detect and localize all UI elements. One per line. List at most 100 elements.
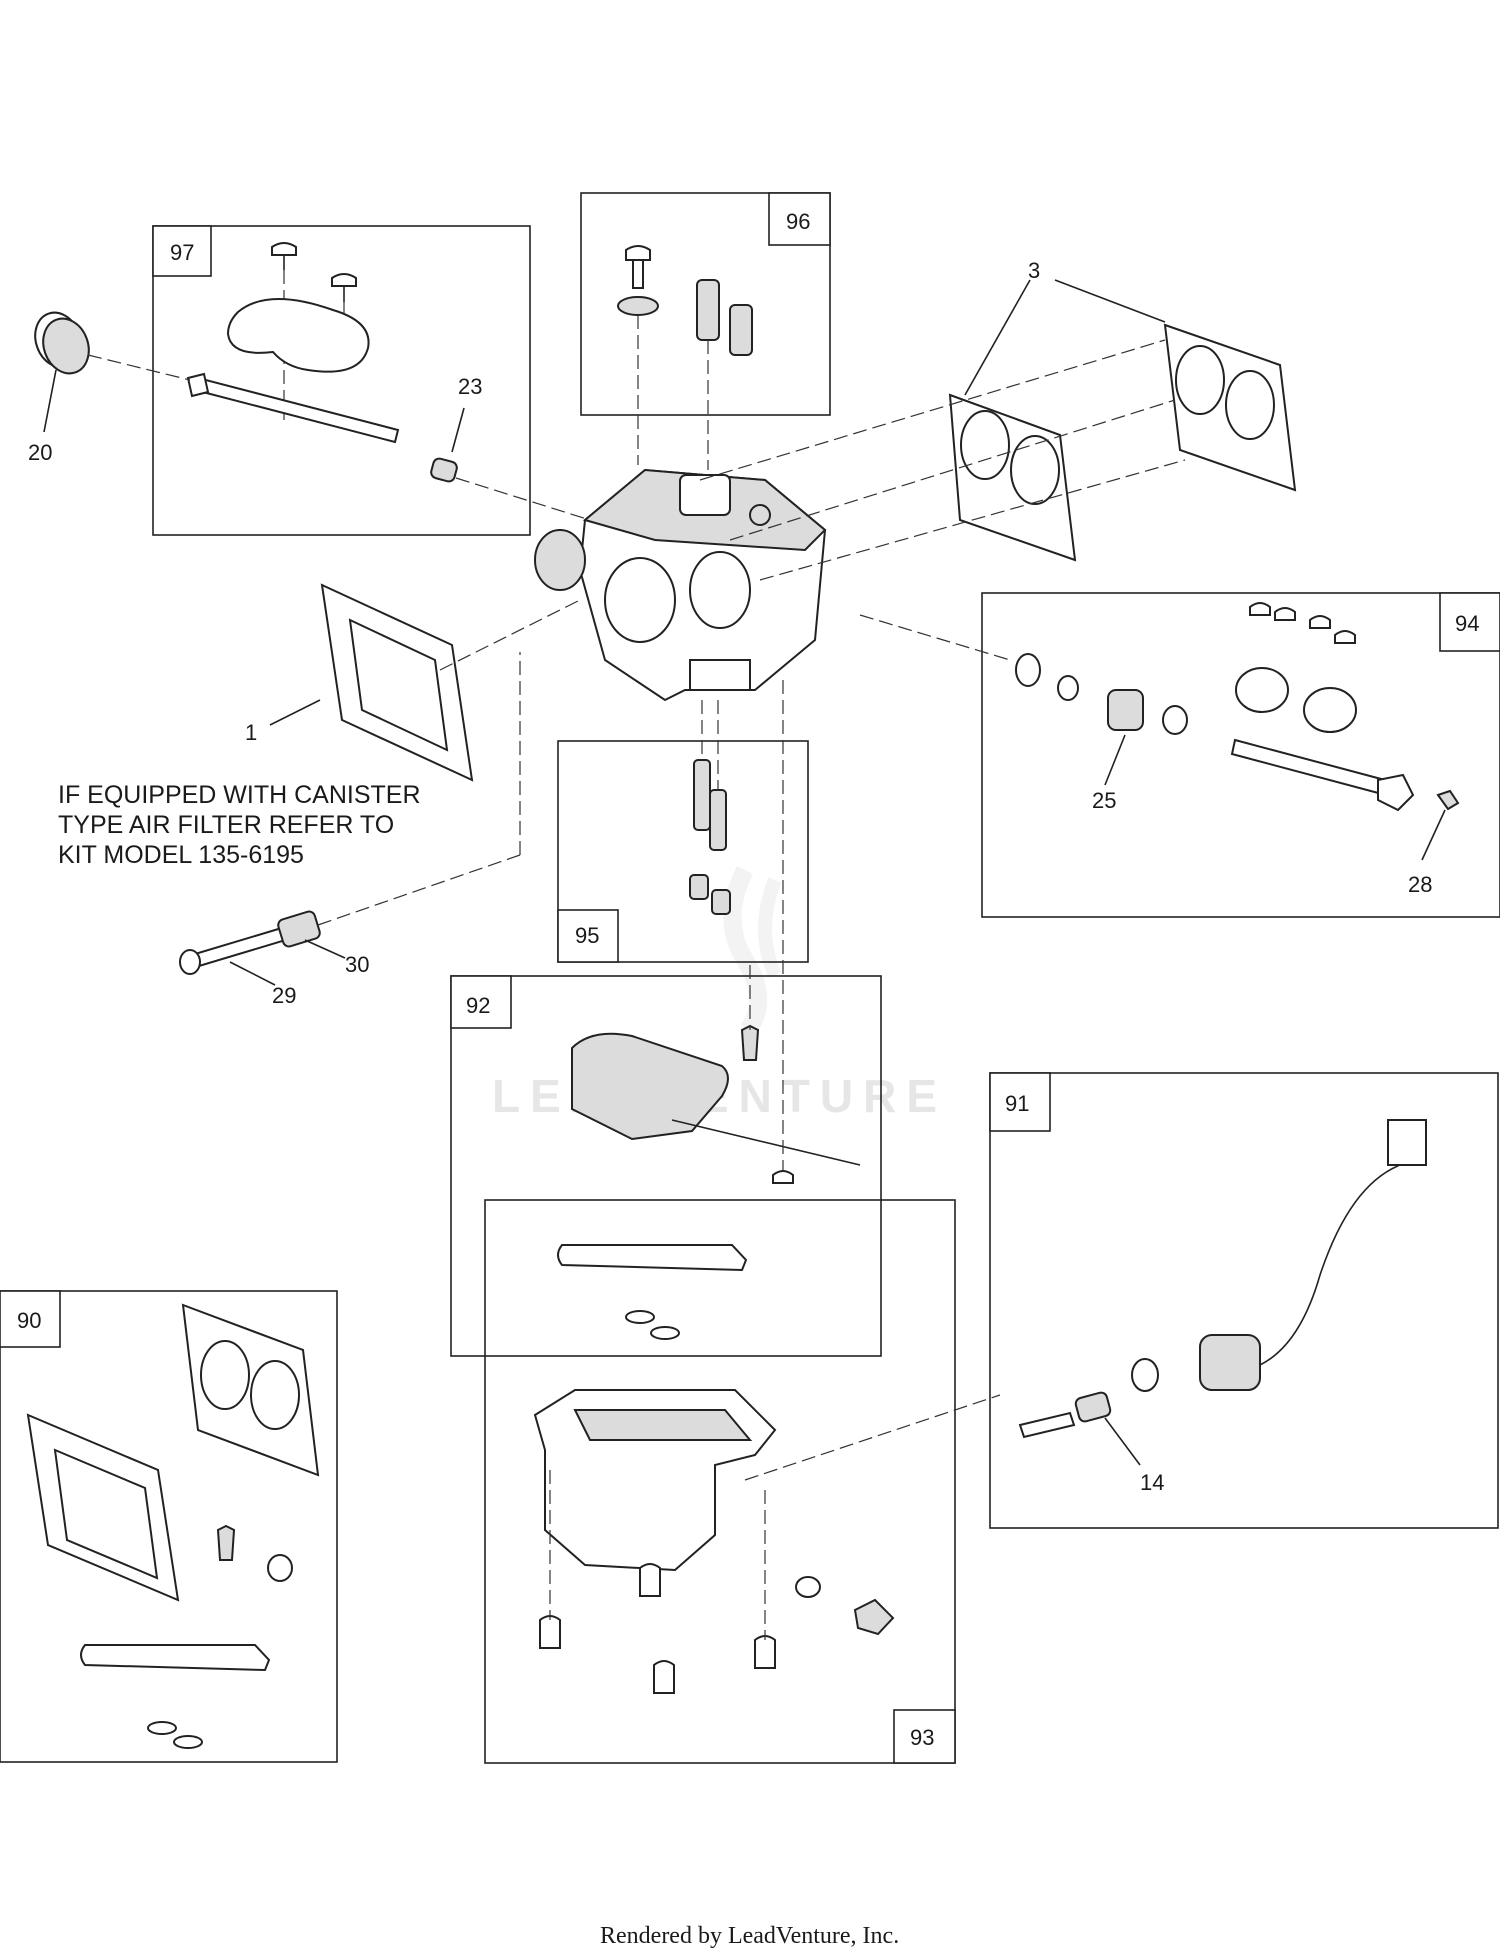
kit-96-group: 96: [580, 192, 831, 470]
float-icon: [571, 1032, 729, 1141]
choke-shaft-icon: [193, 376, 400, 444]
part-29-30: [179, 652, 521, 975]
callout-1-leader: [269, 699, 321, 726]
callout-30-leader: [304, 939, 346, 959]
kit-92-label: 92: [466, 993, 490, 1018]
kit-90-oring-icon: [147, 1721, 177, 1735]
kit-90-tag: [0, 1290, 61, 1348]
bowl-screw-icon: [539, 1615, 561, 1649]
bowl-screw-icon-2: [639, 1563, 661, 1597]
kit-90-label: 90: [17, 1308, 41, 1333]
callout-3-leader-2: [1054, 279, 1166, 323]
kit-90-box: [0, 1290, 338, 1763]
kit-96-screw-icon: [625, 245, 651, 261]
kit-97-screw-icon: [271, 242, 297, 256]
solenoid-wire-icon: [1259, 1164, 1401, 1366]
kit-94-group: 94: [859, 592, 1500, 918]
kit-90-group: 90: [0, 1290, 338, 1763]
carb-screw-icon: [749, 504, 771, 526]
kit-94-screw-icon-4: [1334, 630, 1356, 644]
kit-95-label: 95: [575, 923, 599, 948]
leader-line: [439, 599, 581, 671]
float-bowl-inside-icon: [573, 1409, 753, 1441]
throttle-plate-icon-2: [1303, 687, 1357, 733]
callout-3-leader: [964, 279, 1031, 396]
kit-90-bowl-gasket-icon: [80, 1644, 271, 1672]
kit-94-label: 94: [1455, 611, 1479, 636]
bowl-screw-icon-3: [653, 1660, 675, 1694]
kit-90-washer-icon: [267, 1554, 293, 1582]
callout-30: 30: [345, 952, 369, 977]
kit-92-box: [450, 975, 882, 1357]
emulsion-tube-icon: [693, 759, 711, 831]
callout-23-leader: [451, 407, 465, 453]
kit-90-gasket-hole-icon: [200, 1340, 250, 1410]
callout-14: 14: [1140, 1470, 1164, 1495]
emulsion-tube-icon-2: [709, 789, 727, 851]
carburetor-body: [534, 468, 827, 702]
choke-shaft-end-icon: [186, 372, 210, 398]
leader-line: [859, 614, 1011, 661]
solenoid-washer-icon: [1131, 1358, 1159, 1392]
callout-3: 3: [1028, 258, 1040, 283]
note-line-1: IF EQUIPPED WITH CANISTER: [58, 781, 421, 809]
solenoid-plunger-icon: [1018, 1411, 1076, 1439]
bowl-screw-icon-4: [754, 1635, 776, 1669]
carb-bore-icon-2: [689, 551, 751, 629]
leader-line: [87, 354, 191, 381]
leader-line: [759, 459, 1186, 581]
kit-93-box: [484, 1199, 956, 1764]
watermark-logo: [723, 865, 782, 1036]
kit-92-tag: [450, 975, 512, 1029]
callout-1: 1: [245, 720, 257, 745]
callout-23: 23: [458, 374, 482, 399]
kit-95-box: [557, 740, 809, 963]
cap-icon-rim: [42, 317, 90, 375]
callout-25: 25: [1092, 788, 1116, 813]
kit-91-box: [989, 1072, 1499, 1529]
throttle-clip-icon: [1436, 789, 1460, 811]
idle-spring-icon: [277, 910, 321, 948]
kit-96-label: 96: [786, 209, 810, 234]
carb-mount-icon: [534, 529, 586, 591]
leader-line: [744, 1394, 1001, 1481]
kit-93-tag: [893, 1709, 956, 1764]
kit-90-oring-icon-2: [173, 1735, 203, 1749]
callout-28: 28: [1408, 872, 1432, 897]
kit-97-tag: [152, 225, 212, 277]
kit-94-tag: [1439, 592, 1500, 652]
bowl-gasket-icon: [557, 1244, 748, 1272]
float-pin-icon: [671, 1119, 861, 1166]
kit-94-screw-icon: [1249, 602, 1271, 616]
throttle-spring-icon: [1107, 689, 1144, 731]
kit-91-group: 91: [989, 1072, 1499, 1529]
callout-14-leader: [1104, 1417, 1141, 1466]
jet-icon-2: [729, 304, 753, 356]
kit-90-gasket-opening: [53, 1448, 159, 1580]
throttle-lever-icon: [1377, 773, 1415, 812]
kit-97-screw-icon-2: [331, 273, 357, 287]
kit-97-group: 97: [152, 225, 531, 536]
solenoid-body-icon: [1199, 1334, 1261, 1391]
callout-25-leader: [1104, 734, 1126, 786]
kit-91-label: 91: [1005, 1091, 1029, 1116]
kit-96-washer-icon: [617, 296, 659, 316]
leader-line: [455, 477, 591, 521]
drain-bolt-icon: [853, 1598, 895, 1636]
leader-line: [729, 399, 1176, 541]
throttle-washer-icon-2: [1162, 705, 1188, 735]
kit-95-tag: [557, 909, 619, 963]
kit-90-gasket-hole-icon-2: [250, 1360, 300, 1430]
leader-line: [699, 339, 1166, 481]
jet-icon: [696, 279, 720, 341]
footer-credit: Rendered by LeadVenture, Inc.: [600, 1923, 899, 1949]
choke-plate-icon: [226, 298, 370, 373]
gasket-hole-icon: [960, 410, 1010, 480]
main-jet-icon: [689, 874, 709, 900]
kit-93-label: 93: [910, 1725, 934, 1750]
idle-screw-head-icon: [179, 949, 201, 975]
kit-94-screw-icon-3: [1309, 615, 1331, 629]
connector-icon: [1387, 1119, 1427, 1166]
kit-94-box: [981, 592, 1500, 918]
kit-93-group: 93: [484, 1199, 1001, 1764]
